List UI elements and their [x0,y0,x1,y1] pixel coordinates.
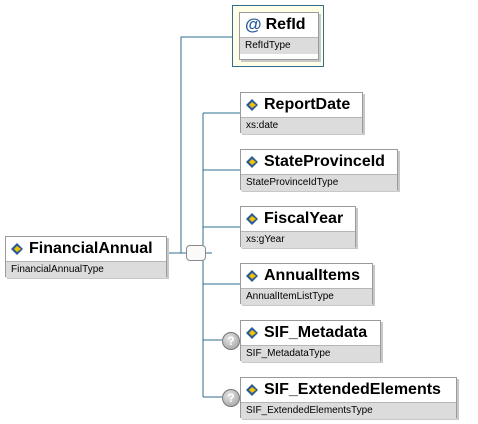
element-name: StateProvinceId [264,153,385,170]
attribute-name: RefId [265,16,306,33]
optional-question-icon: ? [222,332,240,350]
root-element-node[interactable]: FinancialAnnual FinancialAnnualType [5,236,167,278]
root-element-type: FinancialAnnualType [6,261,166,278]
element-type: xs:date [241,117,362,134]
element-icon [246,156,260,168]
element-icon [246,213,260,225]
element-type: StateProvinceIdType [241,174,397,191]
element-type: xs:gYear [241,231,355,248]
element-icon [246,327,260,339]
element-node-annualitems[interactable]: AnnualItems AnnualItemListType [240,263,373,305]
at-icon: @ [245,15,262,34]
element-node-sif-extendedelements[interactable]: SIF_ExtendedElements SIF_ExtendedElement… [240,377,457,419]
element-icon [246,99,260,111]
element-node-fiscalyear[interactable]: FiscalYear xs:gYear [240,206,356,248]
sequence-compositor-icon [186,245,206,261]
element-name: AnnualItems [264,267,361,284]
element-type: AnnualItemListType [241,288,372,305]
root-element-name: FinancialAnnual [29,240,153,257]
element-node-reportdate[interactable]: ReportDate xs:date [240,92,363,134]
element-type: SIF_MetadataType [241,345,380,362]
element-icon [246,384,260,396]
attribute-type: RefIdType [240,37,318,54]
element-type: SIF_ExtendedElementsType [241,402,456,419]
element-name: ReportDate [264,96,351,113]
element-name: FiscalYear [264,210,344,227]
attribute-group: @ RefId RefIdType [232,5,324,67]
element-icon [11,243,25,255]
element-icon [246,270,260,282]
optional-question-icon: ? [222,389,240,407]
element-name: SIF_Metadata [264,324,368,341]
attribute-connector [166,36,232,254]
element-node-sif-metadata[interactable]: SIF_Metadata SIF_MetadataType [240,320,381,362]
element-name: SIF_ExtendedElements [264,381,441,398]
element-node-stateprovinceid[interactable]: StateProvinceId StateProvinceIdType [240,149,398,191]
attribute-node-refid[interactable]: @ RefId RefIdType [239,12,319,60]
